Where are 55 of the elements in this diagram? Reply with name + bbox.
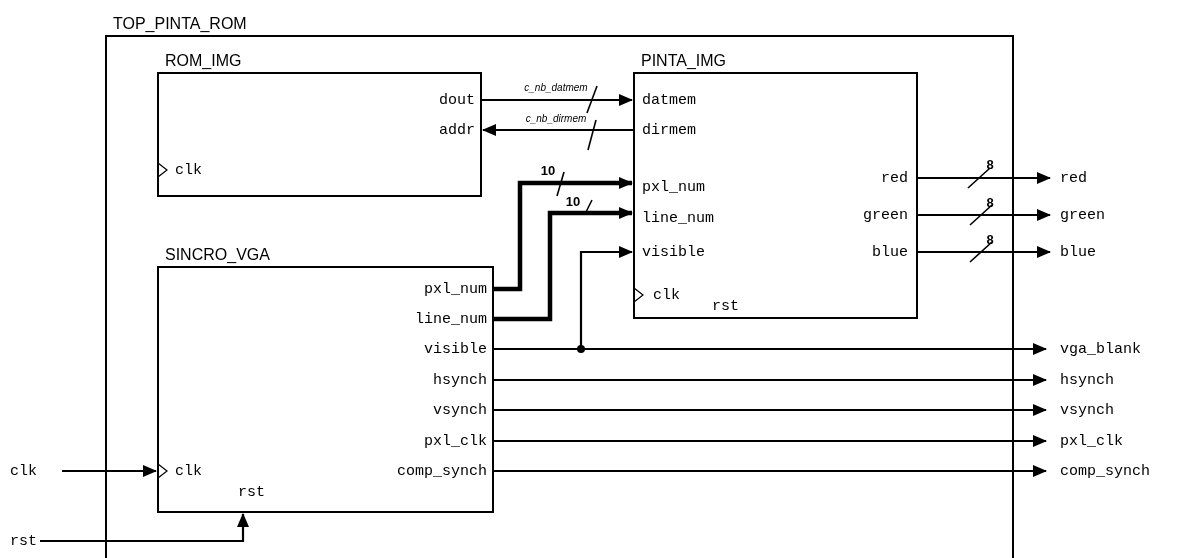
port-label: comp_synch: [397, 462, 487, 480]
signal-arrow: [494, 343, 1047, 355]
port-label: clk: [175, 161, 202, 179]
port-label: dirmem: [642, 121, 696, 139]
signal-arrow: [494, 177, 633, 292]
signal-label: clk: [10, 462, 37, 480]
port-label: rst: [238, 483, 265, 501]
port-label: red: [881, 169, 908, 187]
port-label: visible: [642, 243, 705, 261]
bus-width-label: c_nb_datmem: [524, 82, 588, 94]
port-label: datmem: [642, 91, 696, 109]
signal-label: vsynch: [1060, 401, 1114, 419]
bus-width-label: c_nb_dirmem: [525, 113, 587, 125]
port-label: clk: [175, 462, 202, 480]
port-label: pxl_clk: [424, 432, 487, 450]
signal-label: comp_synch: [1060, 462, 1150, 480]
port-label: pxl_num: [424, 280, 487, 298]
signal-arrow: [918, 209, 1051, 221]
signal-label: red: [1060, 169, 1087, 187]
bus-width-label: 10: [540, 165, 556, 177]
signal-label: rst: [10, 532, 37, 550]
signal-arrow: [482, 94, 633, 106]
signal-arrow: [40, 513, 249, 543]
port-label: addr: [439, 121, 475, 139]
bus-width-label: 10: [565, 196, 581, 208]
port-label: line_num: [642, 209, 714, 227]
port-label: clk: [653, 286, 680, 304]
signal-arrow: [494, 207, 633, 322]
module-name: PINTA_IMG: [641, 52, 727, 70]
signal-arrow: [494, 374, 1047, 386]
signal-label: vga_blank: [1060, 340, 1141, 358]
port-label: pxl_num: [642, 178, 705, 196]
module-name: ROM_IMG: [165, 52, 242, 70]
port-label: dout: [439, 91, 475, 109]
port-label: vsynch: [433, 401, 487, 419]
module-name: SINCRO_VGA: [165, 246, 270, 264]
signal-label: pxl_clk: [1060, 432, 1123, 450]
port-label: hsynch: [433, 371, 487, 389]
bus-width-label: 8: [986, 159, 994, 171]
signal-arrow: [494, 435, 1047, 447]
port-label: visible: [424, 340, 487, 358]
signal-arrow: [918, 246, 1051, 258]
signal-arrow: [62, 465, 157, 477]
port-label: green: [863, 206, 908, 224]
port-label: blue: [872, 243, 908, 261]
port-label: rst: [712, 297, 739, 315]
signal-arrow: [494, 404, 1047, 416]
signal-arrow: [494, 465, 1047, 477]
signal-label: blue: [1060, 243, 1096, 261]
port-label: line_num: [415, 310, 487, 328]
signal-label: green: [1060, 206, 1105, 224]
signal-arrow: [482, 124, 633, 136]
module-name: TOP_PINTA_ROM: [113, 15, 247, 33]
signal-label: hsynch: [1060, 371, 1114, 389]
signal-arrow: [918, 172, 1051, 184]
